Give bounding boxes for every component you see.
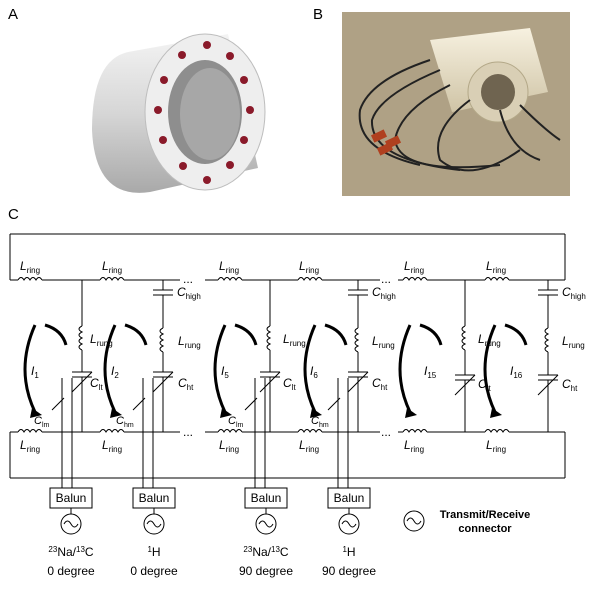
port-2-nucleus: 1H [147,545,160,559]
port-feed-2 [132,378,154,488]
bottom-ring-inductor-6 [484,429,510,433]
coil-photo-b [342,12,570,196]
top-lring-label-4: Lring [299,259,319,275]
coil-render-a [92,33,266,193]
chigh-label-1: Chigh [177,285,201,301]
balun-label-4: Balun [334,491,365,505]
chigh-label-3: Chigh [562,285,586,301]
clm-label-5: Clm [228,415,244,429]
lrung-label-16: Lrung [562,334,585,350]
current-label-5: I5 [221,364,229,380]
balun-label-1: Balun [56,491,87,505]
bottom-lring-label-2: Lring [102,438,122,454]
bottom-lring-label-1: Lring [20,438,40,454]
lrung-label-5: Lrung [283,332,306,348]
cht-label-16: Cht [562,377,578,393]
lrung-label-15: Lrung [478,332,501,348]
top-ring-inductor-5 [402,277,428,281]
current-label-1: I1 [31,364,39,380]
current-arrowheads [30,408,502,418]
clt-label-5: Clt [283,376,296,392]
chm-label-2: Chm [116,415,134,429]
lrung-label-1: Lrung [90,332,113,348]
current-loops [23,324,497,413]
bottom-ring-inductor-5 [402,429,428,433]
ellipsis-top-1: ... [183,272,193,286]
port-4-phase: 90 degree [322,564,376,578]
chm-label-6: Chm [311,415,329,429]
top-lring-label-1: Lring [20,259,40,275]
port-1-nucleus: 23Na/13C [48,545,94,559]
port-2-phase: 0 degree [130,564,178,578]
clt-label-1: Clt [90,376,103,392]
current-label-2: I2 [111,364,119,380]
port-3-nucleus: 23Na/13C [243,545,289,559]
top-lring-label-2: Lring [102,259,122,275]
circuit-labels: Lring Lring Lring Lring Lring Lring ... … [20,259,586,578]
top-ring-inductor-3 [217,277,243,281]
top-lring-label-5: Lring [404,259,424,275]
ellipsis-top-2: ... [381,272,391,286]
legend-line-2: connector [458,523,512,535]
rung-5 [259,280,281,432]
balun-label-3: Balun [251,491,282,505]
ellipsis-bottom-1: ... [183,425,193,439]
cht-label-2: Cht [178,376,194,392]
top-ring-inductor-2 [99,277,125,281]
bottom-lring-label-3: Lring [219,438,239,454]
coil-ports [154,41,254,184]
bottom-lring-label-6: Lring [486,438,506,454]
rung-15 [454,280,476,432]
current-loops-right [44,323,528,346]
current-label-16: I16 [510,364,523,380]
lrung-label-6: Lrung [372,334,395,350]
top-ring-inductor-4 [297,277,323,281]
panel-label-c: C [8,206,19,223]
chigh-label-2: Chigh [372,285,396,301]
rung-16 [537,280,559,432]
port-feed-3 [244,378,266,488]
legend-line-1: Transmit/Receive [440,509,531,521]
panel-label-a: A [8,6,19,23]
port-feed-1 [51,378,73,488]
ellipsis-bottom-2: ... [381,425,391,439]
bottom-ring-inductor-2 [99,429,125,433]
circuit-diagram [9,233,566,535]
balun-label-2: Balun [139,491,170,505]
lrung-label-2: Lrung [178,334,201,350]
clt-label-15: Clt [478,377,491,393]
top-ring-inductor-1 [17,277,43,281]
port-1-phase: 0 degree [47,564,95,578]
cht-label-6: Cht [372,376,388,392]
port-3-phase: 90 degree [239,564,293,578]
rung-6 [347,280,369,432]
bottom-ring-inductor-4 [297,429,323,433]
port-feed-4 [327,378,349,488]
port-4-nucleus: 1H [342,545,355,559]
current-label-15: I15 [424,364,437,380]
top-lring-label-6: Lring [486,259,506,275]
rung-2 [152,280,174,432]
ac-sources [60,510,425,535]
clm-label-1: Clm [34,415,50,429]
top-lring-label-3: Lring [219,259,239,275]
rung-1 [71,280,93,432]
current-label-6: I6 [310,364,318,380]
balun-boxes [49,487,371,514]
bottom-ring-inductor-1 [17,429,43,433]
top-ring-inductor-6 [484,277,510,281]
legend-source-icon [403,510,425,532]
bottom-ring-inductor-3 [217,429,243,433]
bottom-lring-label-5: Lring [404,438,424,454]
bottom-lring-label-4: Lring [299,438,319,454]
panel-label-b: B [313,6,324,23]
